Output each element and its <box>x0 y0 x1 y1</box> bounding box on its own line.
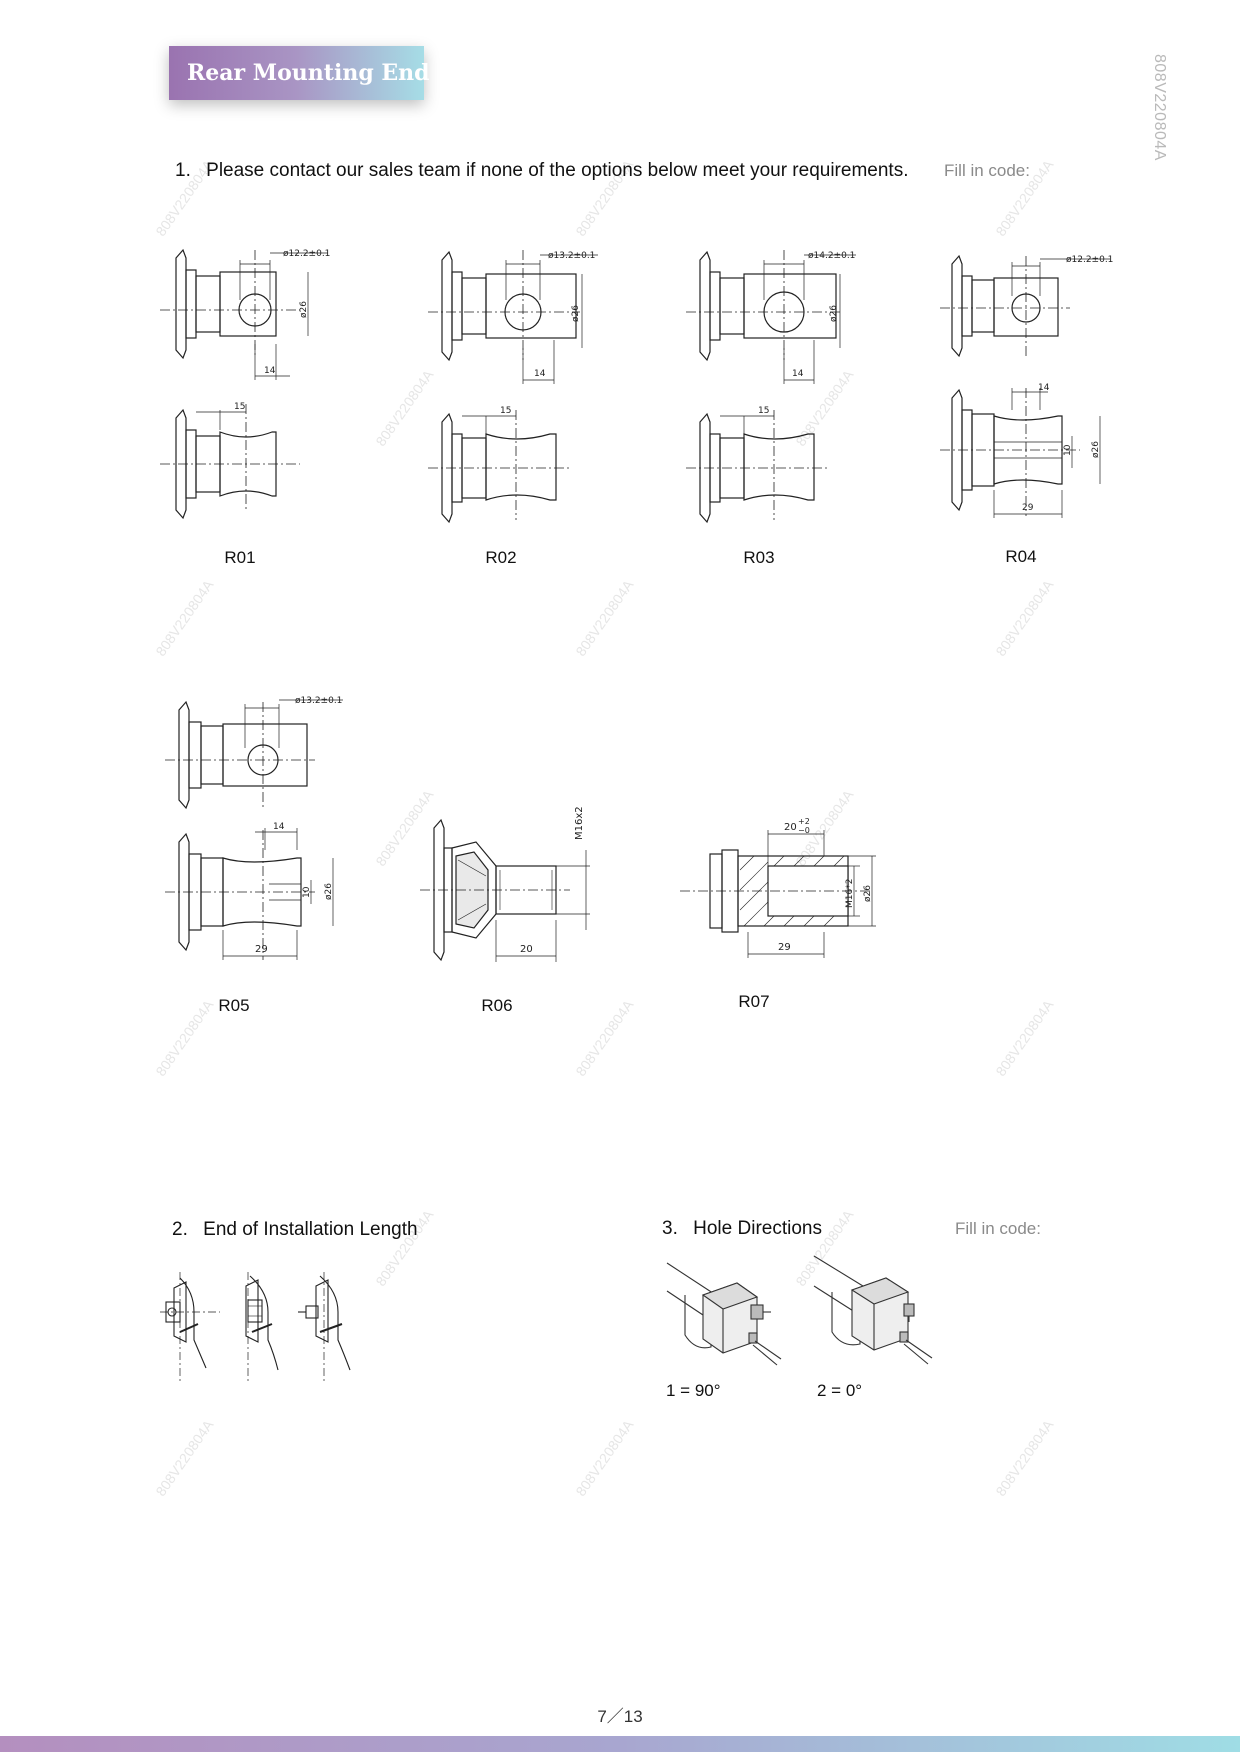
watermark: 808V220804A <box>572 577 637 659</box>
svg-text:29: 29 <box>1022 503 1034 513</box>
banner-title: Rear Mounting End <box>187 60 430 86</box>
drawing-r03: ø14.2±0.1 ø26 14 15 <box>686 250 856 524</box>
svg-text:−0: −0 <box>798 826 810 835</box>
section3-title: Hole Directions <box>693 1218 822 1239</box>
svg-text:15: 15 <box>758 406 769 416</box>
svg-text:ø26: ø26 <box>829 305 839 322</box>
drawing-r07: 20 +2 −0 M16*2 ø26 29 <box>680 817 876 958</box>
section2-title: End of Installation Length <box>203 1219 418 1240</box>
svg-text:10: 10 <box>302 886 312 898</box>
hole-direction-option-1: 1 = 90° <box>666 1381 721 1400</box>
watermark: 808V220804A <box>152 1417 217 1499</box>
svg-text:15: 15 <box>234 402 245 412</box>
svg-text:29: 29 <box>778 942 791 953</box>
option-label-r02: R02 <box>485 548 517 567</box>
svg-text:ø14.2±0.1: ø14.2±0.1 <box>808 251 855 261</box>
svg-text:20: 20 <box>520 944 533 955</box>
section1-fill-in-code: Fill in code: <box>944 161 1030 180</box>
option-label-r05: R05 <box>218 996 250 1015</box>
section2-number: 2. <box>172 1219 188 1240</box>
svg-text:M16x2: M16x2 <box>574 806 585 840</box>
option-label-r01: R01 <box>224 548 256 567</box>
drawing-r01: ø12.2±0.1 ø26 14 15 <box>160 248 330 520</box>
hole-direction-0-illustration <box>813 1255 933 1365</box>
svg-text:M16*2: M16*2 <box>845 879 855 908</box>
drawing-r06: M16x2 20 <box>420 806 590 962</box>
option-label-r03: R03 <box>743 548 775 567</box>
section-banner: Rear Mounting End <box>169 46 430 100</box>
svg-text:ø12.2±0.1: ø12.2±0.1 <box>283 249 330 259</box>
drawing-r02: ø13.2±0.1 ø26 14 15 <box>428 250 598 524</box>
section3-fill-in-code: Fill in code: <box>955 1219 1041 1238</box>
option-label-r06: R06 <box>481 996 513 1015</box>
svg-text:ø26: ø26 <box>299 301 309 318</box>
svg-text:14: 14 <box>792 369 804 379</box>
option-label-r04: R04 <box>1005 547 1037 566</box>
watermark: 808V220804A <box>572 997 637 1079</box>
svg-text:ø26: ø26 <box>324 883 334 900</box>
svg-text:14: 14 <box>534 369 546 379</box>
drawing-r05: ø13.2±0.1 14 10 ø26 29 <box>165 696 343 960</box>
section2-heading: 2. End of Installation Length <box>172 1219 418 1241</box>
svg-text:10: 10 <box>1063 444 1073 456</box>
svg-text:ø12.2±0.1: ø12.2±0.1 <box>1066 255 1113 265</box>
section1-heading: 1. Please contact our sales team if none… <box>175 160 908 182</box>
svg-text:ø13.2±0.1: ø13.2±0.1 <box>548 251 595 261</box>
svg-text:14: 14 <box>1038 383 1050 393</box>
watermark: 808V220804A <box>572 1417 637 1499</box>
watermark: 808V220804A <box>992 1417 1057 1499</box>
svg-text:ø26: ø26 <box>1091 441 1101 458</box>
svg-text:14: 14 <box>273 822 285 832</box>
section3-heading: 3. Hole Directions <box>662 1218 822 1240</box>
hole-direction-90-illustration <box>666 1262 782 1366</box>
option-label-r07: R07 <box>738 992 770 1011</box>
svg-text:ø26: ø26 <box>571 305 581 322</box>
document-code: 808V220804A <box>1151 54 1168 161</box>
page-number: 7／13 <box>597 1707 643 1726</box>
section1-text: Please contact our sales team if none of… <box>206 160 909 181</box>
footer-gradient-bar <box>0 1736 1240 1752</box>
drawing-r04: ø12.2±0.1 14 10 ø26 29 <box>940 254 1113 518</box>
section1-number: 1. <box>175 160 191 181</box>
svg-text:20: 20 <box>784 822 797 833</box>
svg-text:ø26: ø26 <box>863 885 873 902</box>
watermark: 808V220804A <box>992 577 1057 659</box>
hole-direction-option-2: 2 = 0° <box>817 1381 863 1400</box>
watermark: 808V220804A <box>152 577 217 659</box>
svg-text:29: 29 <box>255 944 268 955</box>
section3-number: 3. <box>662 1218 678 1239</box>
installation-length-diagram <box>160 1272 351 1382</box>
watermark: 808V220804A <box>992 997 1057 1079</box>
svg-text:ø13.2±0.1: ø13.2±0.1 <box>295 696 342 706</box>
svg-text:15: 15 <box>500 406 511 416</box>
svg-text:14: 14 <box>264 366 276 376</box>
svg-text:+2: +2 <box>798 817 810 826</box>
